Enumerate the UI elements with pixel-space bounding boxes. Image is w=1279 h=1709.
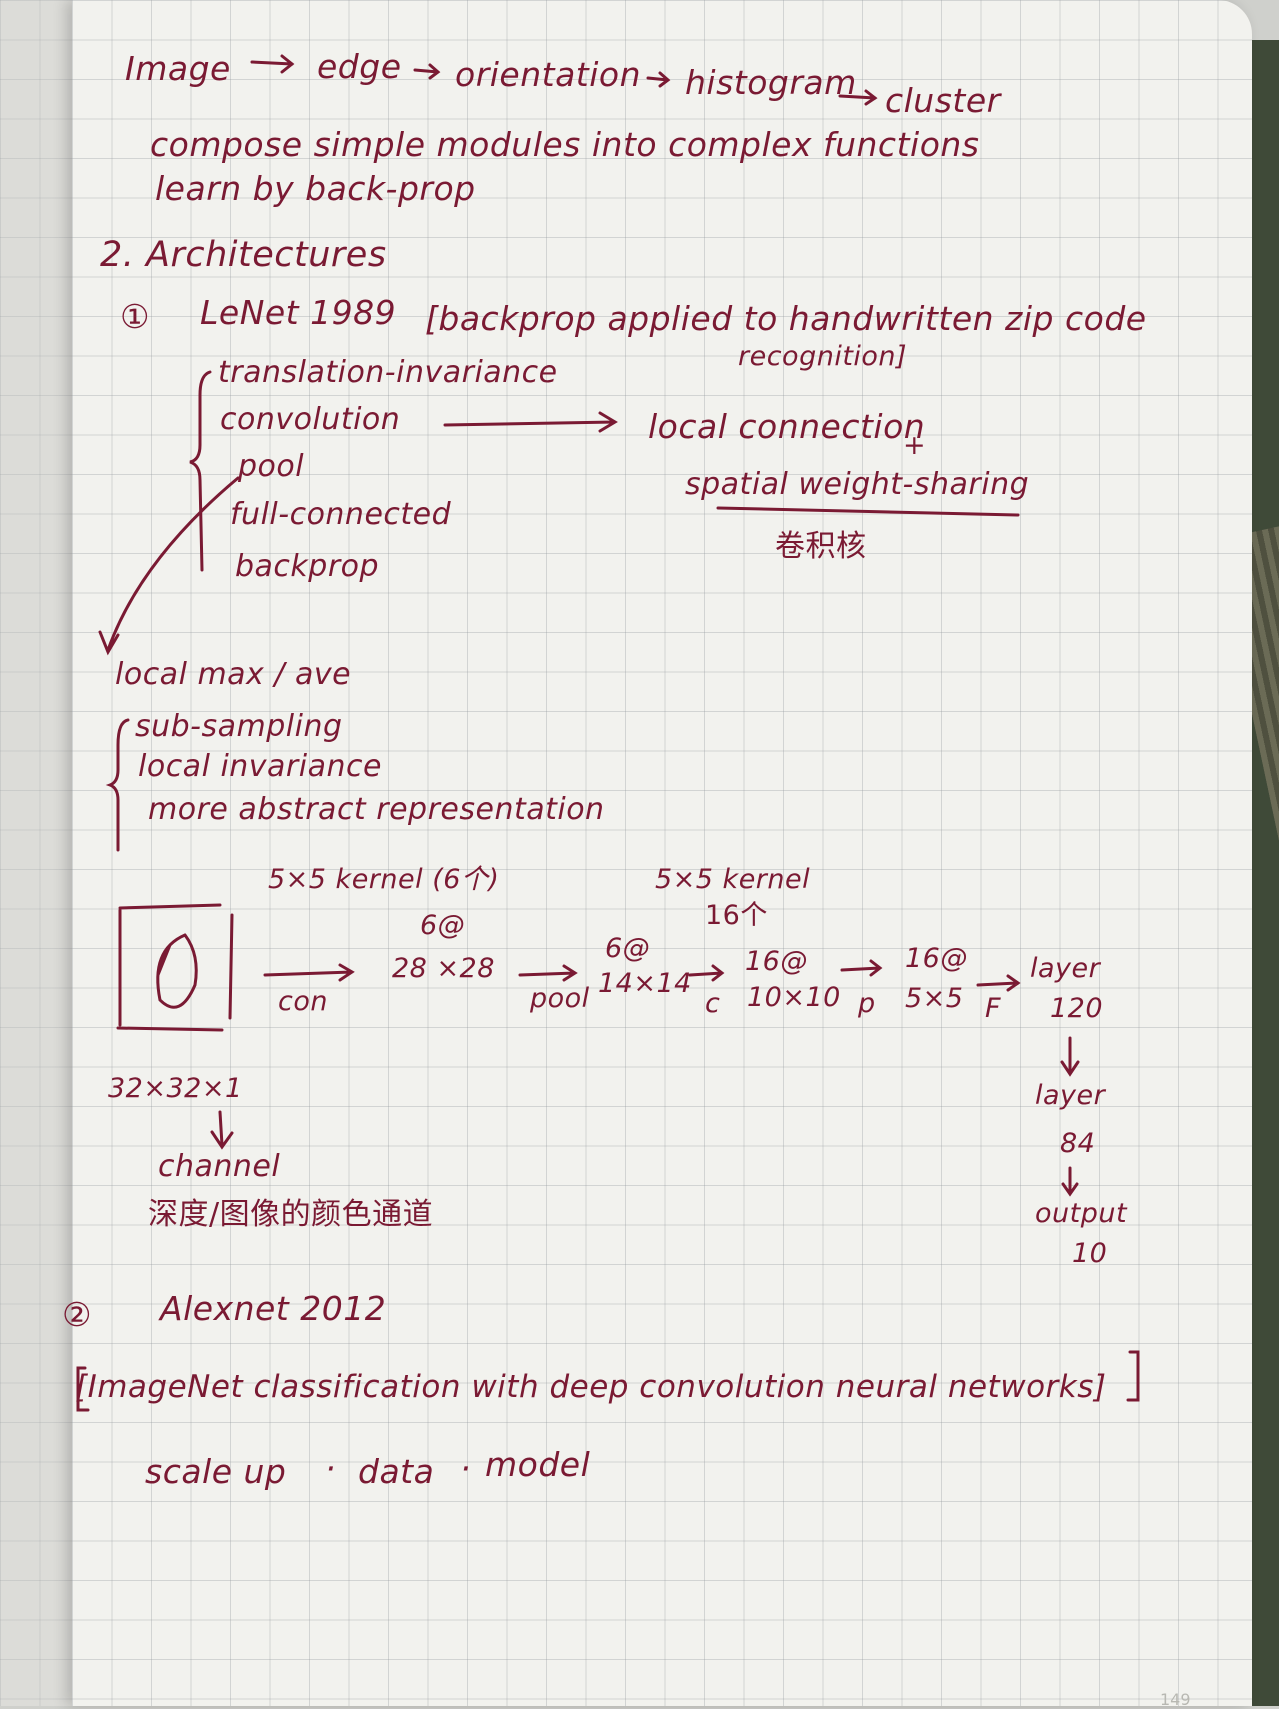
bracket-right [1126, 1350, 1140, 1402]
arrow-layer2-output [1061, 1166, 1079, 1197]
weight-sharing: spatial weight-sharing [685, 467, 1030, 502]
lenet-paper-cont: recognition] [738, 341, 908, 372]
word-histogram: histogram [685, 63, 857, 102]
alexnet-dot2: · [460, 1449, 471, 1488]
alexnet-scale-up: scale up [145, 1452, 287, 1491]
map1-size: 28 ×28 [392, 953, 495, 984]
list-pool: pool [238, 449, 305, 484]
alexnet-model: model [485, 1445, 591, 1484]
p-label: p [858, 988, 876, 1019]
previous-page [0, 0, 80, 1706]
page-number: 149 [1160, 1690, 1191, 1709]
output-label: output [1035, 1198, 1128, 1229]
map4-size: 5×5 [905, 983, 964, 1014]
layer2-label: layer [1035, 1080, 1106, 1111]
arrow-con [263, 963, 355, 982]
input-size: 32×32×1 [108, 1073, 243, 1104]
map3-size: 10×10 [747, 982, 841, 1013]
arrow-image-edge [250, 54, 295, 74]
map3-top: 16@ [745, 946, 808, 977]
pool-sub-sampling: sub-sampling [135, 709, 343, 744]
chinese-kernel: 卷积核 [775, 529, 867, 564]
arrow-orientation-histogram [646, 71, 671, 88]
arrow-layer1-layer2 [1060, 1036, 1080, 1077]
map2-top: 6@ [605, 933, 651, 964]
alexnet-title: Alexnet 2012 [160, 1289, 387, 1328]
output-n: 10 [1072, 1238, 1108, 1269]
plus-sign: + [903, 430, 927, 461]
map4-top: 16@ [905, 943, 968, 974]
c-label: c [705, 988, 721, 1019]
brace-lenet-list [189, 370, 212, 572]
list-translation: translation-invariance [218, 355, 558, 390]
layer1-label: layer [1030, 953, 1101, 984]
grid-paper-page [72, 0, 1252, 1706]
lenet-number: ① [120, 297, 151, 336]
map1-top: 6@ [420, 910, 466, 941]
input-digit-circle [156, 933, 198, 1009]
arrow-input-channel [210, 1110, 234, 1150]
kernel2-count: 16个 [705, 900, 768, 931]
input-box [116, 903, 234, 1032]
arrow-histogram-cluster [838, 89, 878, 106]
local-max-ave: local max / ave [115, 657, 352, 692]
layer1-n: 120 [1050, 993, 1104, 1024]
underline-sharing [716, 506, 1020, 517]
alexnet-number: ② [62, 1295, 93, 1334]
arrow-p [840, 959, 883, 977]
arrow-edge-orientation [413, 63, 441, 80]
lenet-paper: [backprop applied to handwritten zip cod… [425, 299, 1147, 338]
arrow-pool-down [98, 476, 240, 656]
bracket-left [76, 1366, 90, 1412]
arrow-f [976, 974, 1021, 992]
kernel1-label: 5×5 kernel (6个) [268, 864, 500, 895]
list-backprop: backprop [235, 549, 380, 584]
local-connection: local connection [648, 407, 926, 446]
word-cluster: cluster [885, 81, 1001, 120]
pool-label: pool [530, 983, 590, 1014]
arrow-pool [518, 964, 578, 982]
list-convolution: convolution [220, 402, 401, 437]
map2-size: 14×14 [598, 968, 692, 999]
pool-local-invariance: local invariance [138, 749, 382, 784]
channel-chinese: 深度/图像的颜色通道 [148, 1197, 434, 1232]
alexnet-paper: [ImageNet classification with deep convo… [75, 1369, 1107, 1405]
word-image: Image [125, 49, 231, 88]
arrow-c [688, 964, 725, 982]
note-compose: compose simple modules into complex func… [150, 125, 980, 164]
alexnet-dot1: · [325, 1449, 336, 1488]
word-edge: edge [317, 47, 402, 86]
section-architectures: 2. Architectures [100, 235, 387, 275]
word-orientation: orientation [455, 55, 642, 94]
con-label: con [278, 986, 328, 1017]
kernel2-label: 5×5 kernel [655, 864, 811, 895]
layer2-n: 84 [1060, 1128, 1096, 1159]
lenet-title: LeNet 1989 [200, 293, 397, 332]
alexnet-data: data [358, 1452, 435, 1491]
brace-pool-list [105, 718, 130, 852]
note-learn: learn by back-prop [155, 169, 476, 208]
channel-label: channel [158, 1149, 281, 1184]
pool-abstract: more abstract representation [148, 792, 605, 827]
arrow-convolution [443, 411, 618, 433]
list-full-connected: full-connected [230, 497, 452, 532]
f-label: F [985, 993, 1002, 1024]
